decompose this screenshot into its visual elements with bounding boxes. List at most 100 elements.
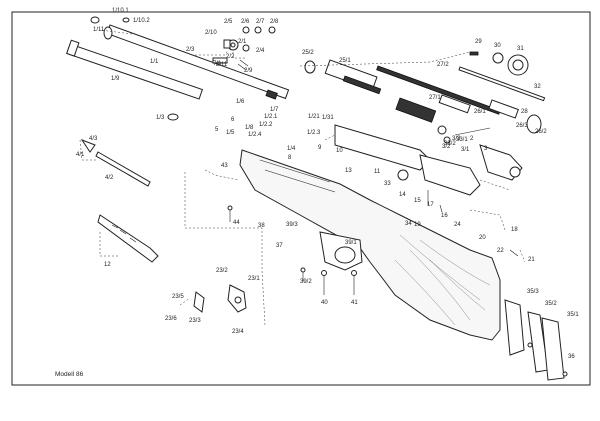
part-labels: 1/10.1 1/10.2 1/11 1/9 1/1 1/3 2/3 2/10 … <box>55 8 579 378</box>
part-label: 27/1 <box>429 95 441 101</box>
part-label: 29 <box>475 39 482 45</box>
part-label: 23/5 <box>172 294 184 300</box>
part-label: 21 <box>528 257 535 263</box>
part-label: 1/10.1 <box>112 8 129 14</box>
part-label: 28 <box>521 109 528 115</box>
part-label: 23/1 <box>248 276 260 282</box>
part-label: 25/1 <box>339 58 351 64</box>
part-label: 3/3 <box>452 136 461 142</box>
part-label: 13 <box>345 168 352 174</box>
part-label: 2/7 <box>256 19 265 25</box>
part-label: 17 <box>427 202 434 208</box>
part-label: 9 <box>318 145 322 151</box>
magazine-parts-left <box>79 138 151 187</box>
barrel-assembly <box>66 16 290 121</box>
sheet-border <box>11 11 591 386</box>
part-label: 4/1 <box>76 152 85 158</box>
part-label: 2/9 <box>244 68 253 74</box>
part-label: 33/2 <box>444 141 456 147</box>
part-label: 1/1 <box>150 59 159 65</box>
part-label: 6 <box>231 117 235 123</box>
part-label: 14 <box>399 192 406 198</box>
part-label: 16 <box>441 213 448 219</box>
part-label: 20 <box>479 235 486 241</box>
part-label: 33/1 <box>456 137 468 143</box>
part-label: 35/3 <box>527 289 539 295</box>
part-label: 2 <box>470 136 474 142</box>
part-label: 1/2.2 <box>259 122 273 128</box>
trigger-parts-lower <box>179 284 247 313</box>
part-label: 2/2 <box>226 54 235 60</box>
part-label: 35/1 <box>567 312 579 318</box>
part-label: 26/3 <box>516 123 528 129</box>
butt-plate-parts <box>504 299 568 381</box>
part-label: 33 <box>384 181 391 187</box>
assembly-lead-lines <box>184 169 526 326</box>
part-label: 19 <box>414 222 421 228</box>
part-label: 8 <box>288 155 292 161</box>
part-label: 31 <box>517 46 524 52</box>
part-label: 27/2 <box>437 62 449 68</box>
part-label: 1/31 <box>322 115 334 121</box>
part-label: 43 <box>221 163 228 169</box>
part-label: 23/6 <box>165 316 177 322</box>
part-label: 26/1 <box>474 109 486 115</box>
part-label: 38 <box>258 223 265 229</box>
part-label: 22 <box>497 248 504 254</box>
part-label: 41 <box>351 300 358 306</box>
part-label: 2/4 <box>256 48 265 54</box>
part-label: 32 <box>534 84 541 90</box>
part-label: 2/8 <box>270 19 279 25</box>
part-label: 4/3 <box>89 136 98 142</box>
part-label: 39/1 <box>345 240 357 246</box>
part-label: 18 <box>511 227 518 233</box>
part-label: 1/9 <box>111 76 120 82</box>
part-label: 1/3 <box>156 115 165 121</box>
model-label: Modell 86 <box>55 371 84 378</box>
part-label: 1/11 <box>93 27 105 33</box>
part-label: 7/1 <box>213 61 222 67</box>
part-label: 30 <box>494 43 501 49</box>
bolt-parts <box>437 125 523 181</box>
part-label: 36 <box>568 354 575 360</box>
part-label: 39/2 <box>300 279 312 285</box>
receiver-body <box>324 124 481 196</box>
part-label: 3/1 <box>461 147 470 153</box>
part-label: 1/8 <box>245 125 254 131</box>
part-label: 4/2 <box>105 175 114 181</box>
part-label: 3 <box>484 146 488 152</box>
part-label: 26/2 <box>535 129 547 135</box>
part-label: 2/10 <box>205 30 217 36</box>
part-label: 2/3 <box>186 47 195 53</box>
sight-parts-cluster <box>212 26 276 71</box>
part-label: 2/11 <box>216 62 228 68</box>
part-label: 44 <box>233 220 240 226</box>
part-label: 25/2 <box>302 50 314 56</box>
screws-and-pins <box>227 190 519 295</box>
part-label: 3/2 <box>442 144 451 150</box>
part-label: 1/10.2 <box>133 18 150 24</box>
part-label: 1/2.1 <box>264 114 278 120</box>
part-label: 23/2 <box>216 268 228 274</box>
part-label: 1/2.4 <box>248 132 262 138</box>
part-label: 34 <box>405 221 412 227</box>
part-label: 15 <box>414 198 421 204</box>
part-label: 35/2 <box>545 301 557 307</box>
part-label: 5 <box>215 127 219 133</box>
part-label: 24 <box>454 222 461 228</box>
part-label: 1/4 <box>287 146 296 152</box>
part-label: 1/2.3 <box>307 130 321 136</box>
part-label: 23/4 <box>232 329 244 335</box>
rifle-stock <box>239 149 501 341</box>
part-label: 11 <box>374 169 381 175</box>
part-label: 37 <box>276 243 283 249</box>
part-label: 39/3 <box>286 222 298 228</box>
part-label: 40 <box>321 300 328 306</box>
trigger-group-left <box>97 214 159 263</box>
part-label: 10 <box>336 148 343 154</box>
part-label: 12 <box>104 262 111 268</box>
part-label: 23/3 <box>189 318 201 324</box>
receiver-top-parts <box>299 51 546 134</box>
part-label: 2/6 <box>241 19 250 25</box>
